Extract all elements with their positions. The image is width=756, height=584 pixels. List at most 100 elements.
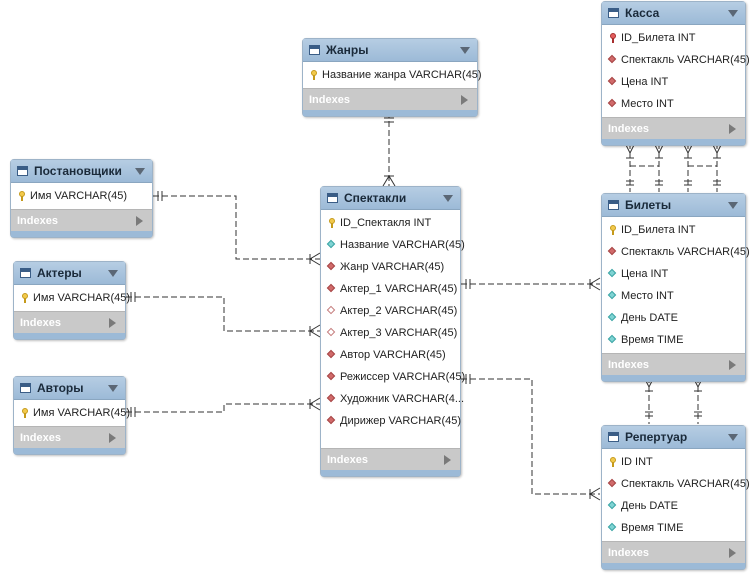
column-row[interactable]: Имя VARCHAR(45) bbox=[14, 402, 130, 424]
table-header[interactable]: Постановщики bbox=[11, 160, 152, 183]
column-row[interactable]: Спектакль VARCHAR(45) bbox=[602, 241, 750, 263]
indexes-section[interactable]: Indexes bbox=[14, 311, 125, 333]
table-zhanry[interactable]: Жанры Название жанра VARCHAR(45) Indexes bbox=[302, 38, 482, 117]
chevron-down-icon[interactable] bbox=[135, 167, 145, 175]
column-row[interactable]: Актер_2 VARCHAR(45) bbox=[321, 300, 460, 322]
chevron-down-icon[interactable] bbox=[460, 46, 470, 54]
column-row[interactable]: Место INT bbox=[602, 93, 745, 115]
table-title: Спектакли bbox=[344, 191, 407, 205]
chevron-down-icon[interactable] bbox=[728, 433, 738, 441]
cardinality-repertuar-top-marks bbox=[645, 411, 702, 417]
table-aktery[interactable]: Актеры Имя VARCHAR(45) Indexes bbox=[13, 261, 130, 340]
expand-arrow-icon[interactable] bbox=[136, 215, 143, 226]
column-row[interactable]: Время TIME bbox=[602, 517, 745, 539]
column-label: Автор VARCHAR(45) bbox=[340, 349, 446, 361]
column-label: ID_Спектакля INT bbox=[340, 217, 432, 229]
table-kassa[interactable]: Касса ID_Билета INT Спектакль VARCHAR(45… bbox=[601, 1, 750, 146]
column-row[interactable]: День DATE bbox=[602, 307, 745, 329]
column-row[interactable]: Цена INT bbox=[602, 71, 745, 93]
chevron-down-icon[interactable] bbox=[108, 384, 118, 392]
foreign-key-icon bbox=[327, 262, 337, 272]
column-label: Актер_1 VARCHAR(45) bbox=[340, 283, 458, 295]
table-icon bbox=[608, 200, 619, 210]
column-row[interactable]: ID_Спектакля INT bbox=[321, 212, 460, 234]
column-label: Жанр VARCHAR(45) bbox=[340, 261, 445, 273]
column-label: День DATE bbox=[621, 500, 678, 512]
indexes-section[interactable]: Indexes bbox=[602, 541, 745, 563]
column-row[interactable]: Актер_1 VARCHAR(45) bbox=[321, 278, 460, 300]
column-row[interactable]: Время TIME bbox=[602, 329, 745, 351]
table-header[interactable]: Авторы bbox=[14, 377, 125, 400]
expand-arrow-icon[interactable] bbox=[729, 359, 736, 370]
column-row[interactable]: День DATE bbox=[602, 495, 745, 517]
foreign-key-icon bbox=[327, 394, 337, 404]
column-label: Актер_3 VARCHAR(45) bbox=[340, 327, 458, 339]
column-label: Место INT bbox=[621, 98, 674, 110]
expand-arrow-icon[interactable] bbox=[109, 432, 116, 443]
relationship-postanovshchiki-spektakli bbox=[153, 195, 320, 260]
table-title: Репертуар bbox=[625, 430, 688, 444]
indexes-section[interactable]: Indexes bbox=[11, 209, 152, 231]
column-row[interactable]: ID_Билета INT bbox=[602, 219, 745, 241]
expand-arrow-icon[interactable] bbox=[461, 94, 468, 105]
column-row[interactable]: Актер_3 VARCHAR(45) bbox=[321, 322, 460, 344]
indexes-label: Indexes bbox=[20, 316, 61, 329]
indexes-section[interactable]: Indexes bbox=[602, 353, 745, 375]
table-header[interactable]: Репертуар bbox=[602, 426, 745, 449]
column-row[interactable]: Спектакль VARCHAR(45) bbox=[602, 473, 750, 495]
indexes-label: Indexes bbox=[309, 93, 350, 106]
column-row[interactable]: Дирижер VARCHAR(45) bbox=[321, 410, 461, 432]
column-icon bbox=[608, 335, 618, 345]
table-header[interactable]: Спектакли bbox=[321, 187, 460, 210]
column-row[interactable]: Художник VARCHAR(4... bbox=[321, 388, 464, 410]
column-row[interactable]: Имя VARCHAR(45) bbox=[14, 287, 130, 309]
column-row[interactable]: Место INT bbox=[602, 285, 745, 307]
indexes-section[interactable]: Indexes bbox=[321, 448, 460, 470]
column-row[interactable]: ID_Билета INT bbox=[602, 27, 745, 49]
table-header[interactable]: Актеры bbox=[14, 262, 125, 285]
expand-arrow-icon[interactable] bbox=[109, 317, 116, 328]
indexes-section[interactable]: Indexes bbox=[303, 88, 477, 110]
column-icon bbox=[608, 291, 618, 301]
table-avtory[interactable]: Авторы Имя VARCHAR(45) Indexes bbox=[13, 376, 130, 455]
indexes-label: Indexes bbox=[17, 214, 58, 227]
chevron-down-icon[interactable] bbox=[728, 9, 738, 17]
column-row[interactable]: Название жанра VARCHAR(45) bbox=[303, 64, 482, 86]
column-row[interactable]: Цена INT bbox=[602, 263, 745, 285]
indexes-section[interactable]: Indexes bbox=[14, 426, 125, 448]
indexes-section[interactable]: Indexes bbox=[602, 117, 745, 139]
cardinality-many-spektakli-left2 bbox=[309, 324, 321, 338]
table-header[interactable]: Касса bbox=[602, 2, 745, 25]
table-footer-bar bbox=[14, 448, 125, 454]
column-icon bbox=[327, 240, 337, 250]
column-label: Спектакль VARCHAR(45) bbox=[621, 478, 750, 490]
column-label: ID_Билета INT bbox=[621, 224, 696, 236]
column-label: Актер_2 VARCHAR(45) bbox=[340, 305, 458, 317]
foreign-key-icon bbox=[608, 99, 618, 109]
column-row[interactable]: Автор VARCHAR(45) bbox=[321, 344, 460, 366]
column-row[interactable]: Режиссер VARCHAR(45) bbox=[321, 366, 465, 388]
chevron-down-icon[interactable] bbox=[108, 269, 118, 277]
column-label: Имя VARCHAR(45) bbox=[30, 190, 128, 202]
indexes-label: Indexes bbox=[327, 453, 368, 466]
table-repertuar[interactable]: Репертуар ID INT Спектакль VARCHAR(45) Д… bbox=[601, 425, 750, 570]
table-header[interactable]: Жанры bbox=[303, 39, 477, 62]
expand-arrow-icon[interactable] bbox=[444, 454, 451, 465]
chevron-down-icon[interactable] bbox=[728, 201, 738, 209]
table-spektakli[interactable]: Спектакли ID_Спектакля INT Название VARC… bbox=[320, 186, 465, 477]
chevron-down-icon[interactable] bbox=[443, 194, 453, 202]
key-icon bbox=[309, 70, 319, 80]
column-row[interactable]: Спектакль VARCHAR(45) bbox=[602, 49, 750, 71]
column-row[interactable]: Жанр VARCHAR(45) bbox=[321, 256, 460, 278]
table-postanovshchiki[interactable]: Постановщики Имя VARCHAR(45) Indexes bbox=[10, 159, 153, 238]
column-row[interactable]: Название VARCHAR(45) bbox=[321, 234, 465, 256]
column-row[interactable]: ID INT bbox=[602, 451, 745, 473]
cardinality-one-avtory bbox=[130, 407, 136, 417]
expand-arrow-icon[interactable] bbox=[729, 547, 736, 558]
table-bilety[interactable]: Билеты ID_Билета INT Спектакль VARCHAR(4… bbox=[601, 193, 750, 382]
table-title: Билеты bbox=[625, 198, 672, 212]
expand-arrow-icon[interactable] bbox=[729, 123, 736, 134]
column-label: Художник VARCHAR(4... bbox=[340, 393, 465, 405]
column-row[interactable]: Имя VARCHAR(45) bbox=[11, 185, 152, 207]
table-header[interactable]: Билеты bbox=[602, 194, 745, 217]
